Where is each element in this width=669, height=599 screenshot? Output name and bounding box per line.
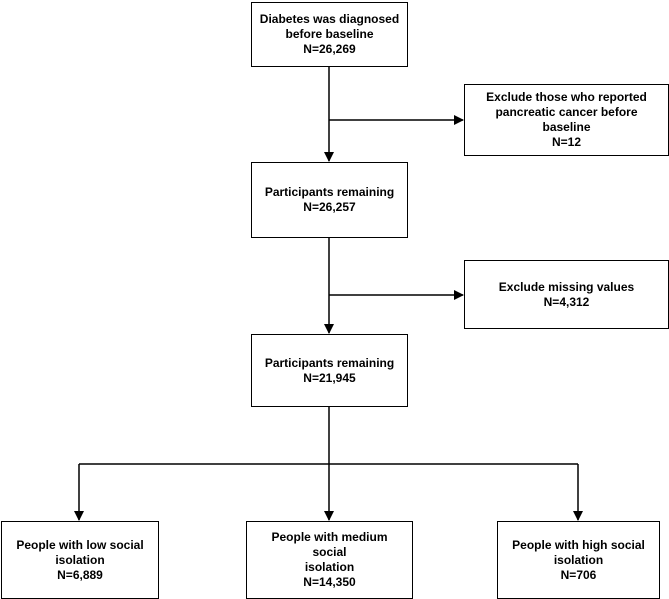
box-count: N=706 bbox=[560, 567, 597, 582]
box-text-line: before baseline bbox=[285, 27, 374, 41]
box-participants-remaining-1: Participants remaining N=26,257 bbox=[251, 162, 408, 238]
box-text-line: isolation bbox=[55, 552, 105, 567]
box-count: N=14,350 bbox=[303, 575, 356, 589]
box-text-line: People with high social bbox=[512, 537, 645, 552]
box-count: N=26,269 bbox=[303, 42, 356, 56]
box-diabetes-diagnosed: Diabetes was diagnosed before baseline N… bbox=[251, 2, 408, 67]
box-text-line: People with low social bbox=[16, 537, 144, 552]
box-text-line: isolation bbox=[553, 552, 604, 567]
box-text-line: isolation bbox=[304, 560, 355, 574]
box-medium-social-isolation: People with medium social isolation N=14… bbox=[246, 521, 413, 599]
box-count: N=6,889 bbox=[57, 567, 103, 582]
box-text-line: Diabetes was diagnosed bbox=[259, 12, 400, 26]
box-text-line: Participants remaining bbox=[264, 185, 395, 199]
box-text-line: Participants remaining bbox=[264, 355, 395, 370]
box-text-line: pancreatic cancer before baseline bbox=[495, 105, 638, 134]
box-text-line: Exclude those who reported bbox=[486, 90, 647, 104]
box-low-social-isolation: People with low social isolation N=6,889 bbox=[1, 521, 159, 599]
box-text-line: People with medium social bbox=[271, 530, 388, 559]
box-participants-remaining-2: Participants remaining N=21,945 bbox=[251, 334, 408, 407]
box-exclude-missing-values: Exclude missing values N=4,312 bbox=[464, 260, 669, 329]
box-count: N=4,312 bbox=[543, 294, 590, 309]
box-exclude-pancreatic-cancer: Exclude those who reported pancreatic ca… bbox=[464, 84, 669, 156]
box-text-line: Exclude missing values bbox=[498, 279, 635, 294]
box-count: N=26,257 bbox=[303, 200, 356, 214]
box-count: N=21,945 bbox=[303, 370, 356, 385]
box-count: N=12 bbox=[551, 135, 582, 149]
box-high-social-isolation: People with high social isolation N=706 bbox=[497, 521, 660, 599]
